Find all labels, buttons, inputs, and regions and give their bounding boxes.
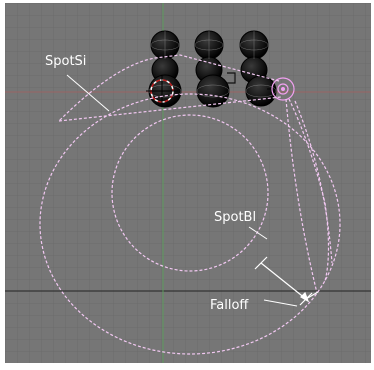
viewport-scene[interactable]: SpotSi SpotBl Falloff <box>5 3 371 363</box>
grid-floor <box>5 3 371 363</box>
spot-size-label: SpotSi <box>45 54 86 69</box>
sphere-object-icon[interactable] <box>148 30 277 108</box>
3d-viewport[interactable]: SpotSi SpotBl Falloff <box>5 3 371 363</box>
spot-blend-circle <box>111 114 269 272</box>
falloff-leader <box>263 299 298 307</box>
spot-lamp-icon[interactable] <box>267 77 295 101</box>
spot-size-leader <box>66 74 110 112</box>
falloff-label: Falloff <box>210 298 249 313</box>
3d-cursor-icon[interactable] <box>146 75 178 107</box>
spot-blend-leader <box>248 226 268 240</box>
spot-size-circle <box>39 93 341 355</box>
spot-blend-label: SpotBl <box>214 210 256 225</box>
spot-cone-outline <box>58 54 333 294</box>
falloff-arrow <box>254 256 319 306</box>
